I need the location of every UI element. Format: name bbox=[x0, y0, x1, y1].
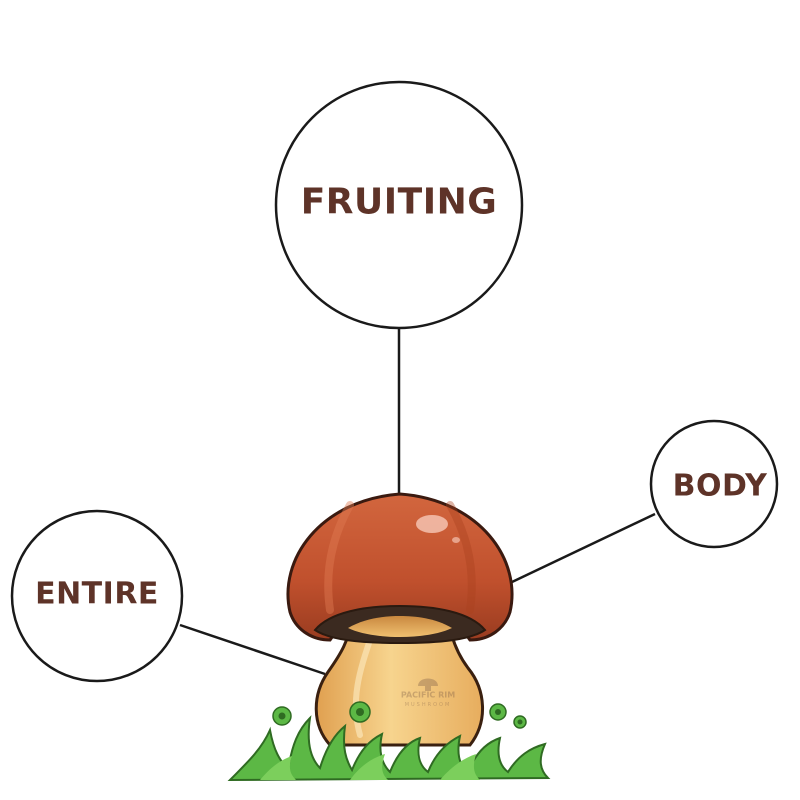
watermark-subtext: MUSHROOM bbox=[404, 702, 452, 708]
grass bbox=[227, 715, 551, 782]
watermark-logo-icon bbox=[418, 678, 438, 691]
label-fruiting: FRUITING bbox=[300, 181, 498, 223]
grass-flower-center bbox=[349, 701, 371, 723]
grass-flower-far-right bbox=[513, 715, 527, 729]
connector-right bbox=[511, 512, 656, 584]
circle-right bbox=[649, 419, 779, 549]
grass-flower-left bbox=[272, 706, 292, 726]
cap-highlight bbox=[416, 515, 448, 533]
label-body: BODY bbox=[672, 468, 768, 504]
connector-left bbox=[179, 623, 326, 676]
circle-top bbox=[274, 80, 524, 330]
label-entire: ENTIRE bbox=[35, 576, 159, 612]
watermark-text: PACIFIC RIM bbox=[400, 690, 456, 700]
mushroom-cap bbox=[286, 492, 514, 645]
circle-left bbox=[10, 509, 184, 683]
grass-flower-right bbox=[489, 703, 507, 721]
